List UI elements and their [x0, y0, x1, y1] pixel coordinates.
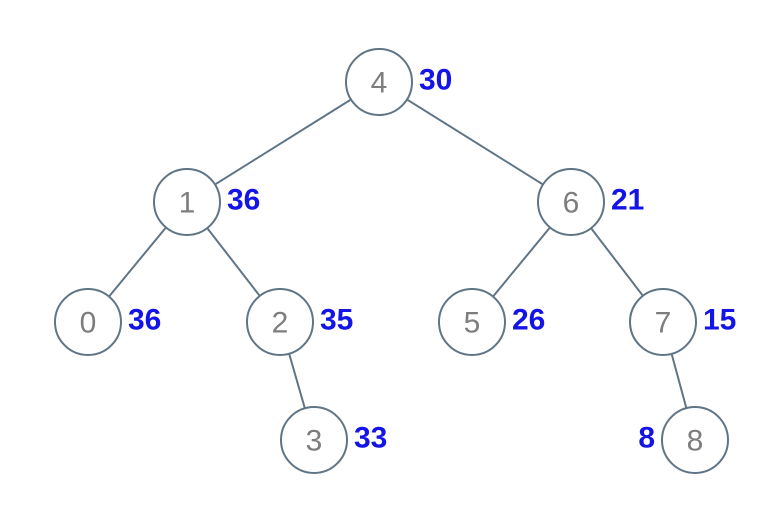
node-circle-8 [661, 406, 729, 474]
tree-node-1: 1 36 [153, 168, 260, 236]
tree-node-7: 7 15 [629, 288, 736, 356]
node-value-label-2: 35 [320, 304, 353, 337]
node-value-label-1: 36 [227, 184, 260, 217]
node-circle-4 [345, 48, 413, 116]
node-id-label-3: 3 [306, 425, 323, 458]
node-value-label-3: 33 [354, 422, 387, 455]
node-id-label-6: 6 [563, 187, 580, 220]
node-id-label-5: 5 [464, 307, 481, 340]
node-value-label-8: 8 [638, 422, 655, 455]
node-value-label-4: 30 [419, 64, 452, 97]
tree-node-6: 6 21 [537, 168, 644, 236]
tree-node-0: 0 36 [54, 288, 161, 356]
tree-node-5: 5 26 [438, 288, 545, 356]
tree-node-2: 2 35 [246, 288, 353, 356]
tree-node-4: 4 30 [345, 48, 452, 116]
node-value-label-6: 21 [611, 184, 644, 217]
node-id-label-1: 1 [179, 187, 196, 220]
node-value-label-0: 36 [128, 304, 161, 337]
node-id-label-4: 4 [371, 67, 388, 100]
node-circle-7 [629, 288, 697, 356]
node-circle-2 [246, 288, 314, 356]
node-circle-0 [54, 288, 122, 356]
tree-edge-4-6 [378, 81, 572, 203]
node-id-label-0: 0 [80, 307, 97, 340]
node-value-label-5: 26 [512, 304, 545, 337]
node-id-label-7: 7 [655, 307, 672, 340]
node-circle-1 [153, 168, 221, 236]
node-id-label-2: 2 [272, 307, 289, 340]
edges-layer [87, 81, 696, 441]
node-value-label-7: 15 [703, 304, 736, 337]
node-circle-6 [537, 168, 605, 236]
node-circle-3 [280, 406, 348, 474]
node-circle-5 [438, 288, 506, 356]
tree-edge-4-1 [186, 81, 380, 203]
node-id-label-8: 8 [687, 425, 704, 458]
tree-node-8: 88 [638, 406, 729, 474]
